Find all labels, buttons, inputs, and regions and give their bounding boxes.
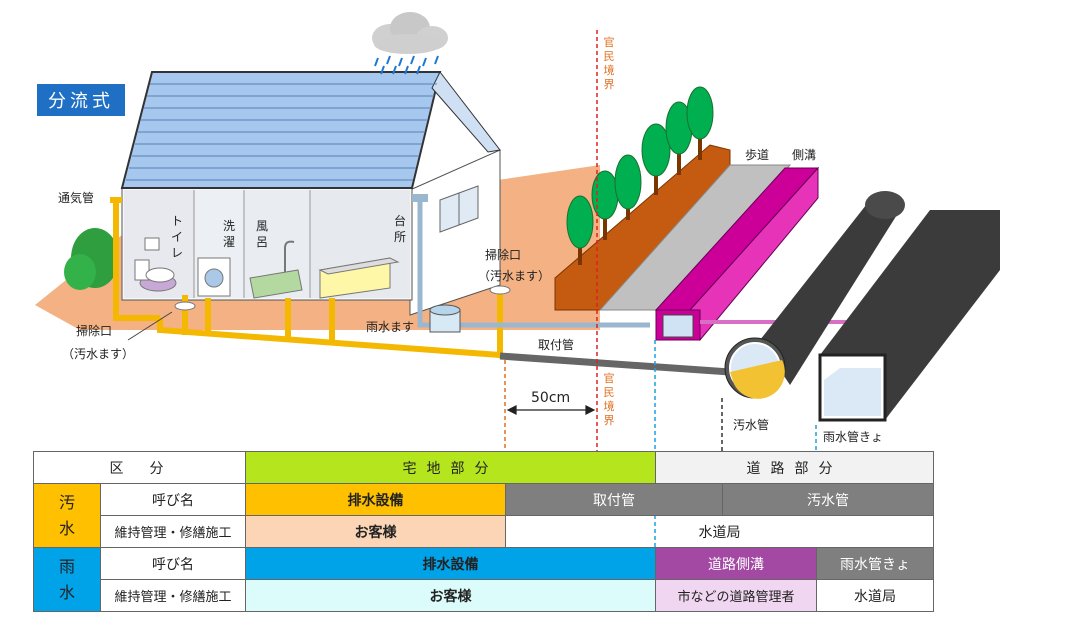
responsibility-table: 区 分 宅地部分 道路部分 汚水 呼び名 排水設備 取付管 汚水管 維持管理・修…	[33, 451, 935, 612]
cleanout-left-cap	[174, 301, 196, 311]
boundary-label-bottom: 官民境界	[603, 372, 615, 427]
sewage-owner-private: お客様	[245, 515, 506, 548]
sewage-connection-cell: 取付管	[505, 483, 723, 516]
rain-basin-label: 雨水ます	[366, 320, 415, 334]
connection-pipe	[499, 352, 731, 376]
header-private: 宅地部分	[245, 451, 656, 484]
bath-label: 風呂	[255, 219, 268, 249]
vent-pipe-label: 通気管	[58, 191, 95, 205]
connection-pipe-label: 取付管	[538, 338, 575, 352]
distance-label: 50cm	[531, 390, 571, 406]
washer-label: 洗濯	[222, 219, 235, 249]
house	[120, 71, 501, 316]
storm-culvert-label: 雨水管きょ	[823, 430, 884, 444]
rain-culvert-cell: 雨水管きょ	[815, 547, 935, 580]
rain-name-label: 呼び名	[100, 547, 246, 580]
rain-owner-private: お客様	[245, 579, 656, 612]
rain-maint-row: 維持管理・修繕施工 お客様 市などの道路管理者 水道局	[34, 579, 935, 612]
sewage-name-row: 汚水 呼び名 排水設備 取付管 汚水管	[33, 483, 935, 548]
rain-owner-public: 水道局	[815, 579, 935, 612]
shrub	[64, 228, 119, 290]
roof	[120, 71, 442, 189]
cleanout-leader	[127, 311, 173, 341]
toilet-label: トイレ	[170, 214, 183, 260]
boundary-label-top: 官民境界	[603, 36, 615, 91]
rain-road-ditch-cell: 道路側溝	[655, 547, 817, 580]
header-public: 道路部分	[654, 451, 935, 484]
sewage-facility-cell: 排水設備	[245, 483, 506, 516]
cleanout-right-label: 掃除口	[485, 248, 522, 262]
side-ditch-channel	[654, 166, 820, 342]
sewer-main-pipe	[724, 191, 905, 399]
sewage-maint-row: 維持管理・修繕施工 お客様 水道局	[34, 515, 935, 548]
trees	[566, 86, 714, 265]
vent-pipe	[110, 197, 160, 321]
sewage-basin-right-label: （汚水ます）	[478, 269, 551, 283]
rain-basin	[429, 304, 461, 333]
kitchen-label: 台所	[393, 214, 406, 244]
sidewalk-surface	[598, 164, 792, 311]
rain-cloud-icon	[372, 12, 448, 75]
sewage-main-pipe-cell: 汚水管	[721, 483, 935, 516]
sewer-pipe-label: 汚水管	[733, 418, 770, 432]
kitchen-counter	[318, 257, 400, 299]
sewage-basin-left-label: （汚水ます）	[62, 347, 135, 361]
system-type-badge: 分流式	[37, 84, 125, 116]
toilet-fixture	[134, 237, 177, 292]
cleanout-left-label: 掃除口	[76, 324, 113, 338]
sewage-category-label: 汚水	[33, 483, 101, 548]
rain-owner-road: 市などの道路管理者	[655, 579, 817, 612]
sewage-owner-public: 水道局	[504, 515, 935, 548]
rain-name-row: 雨水 呼び名 排水設備 道路側溝 雨水管きょ	[33, 547, 935, 612]
side-ditch-label: 側溝	[792, 148, 817, 162]
washing-machine	[197, 257, 231, 297]
window	[439, 185, 479, 233]
header-category: 区 分	[33, 451, 246, 484]
rain-category-label: 雨水	[33, 547, 101, 612]
cleanout-right-cap	[489, 285, 511, 295]
sewage-name-label: 呼び名	[100, 483, 246, 516]
sewage-maint-label: 維持管理・修繕施工	[100, 515, 246, 548]
bathtub	[249, 240, 303, 299]
rain-maint-label: 維持管理・修繕施工	[100, 579, 246, 612]
distance-arrow	[506, 405, 596, 415]
storm-culvert-box	[818, 210, 1000, 422]
table-header-row: 区 分 宅地部分 道路部分	[33, 451, 935, 484]
rain-downpipe	[417, 198, 650, 328]
sidewalk-label: 歩道	[745, 148, 770, 162]
rain-facility-cell: 排水設備	[245, 547, 656, 580]
